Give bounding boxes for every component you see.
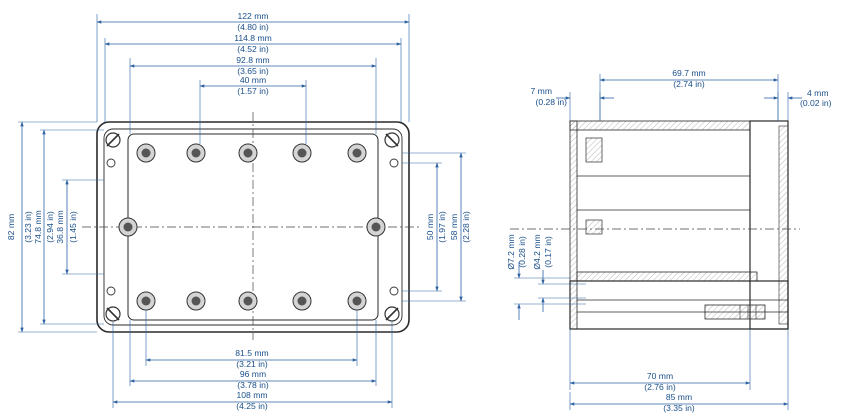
dim-96-in: (3.78 in) <box>237 380 269 390</box>
dim-58-in: (2.28 in) <box>461 211 471 243</box>
dim-4-mm: 4 mm <box>807 88 828 98</box>
dim-7: 7 mm (0.28 in) <box>531 86 614 121</box>
dim-122-mm: 122 mm <box>237 11 268 21</box>
boss <box>347 291 367 311</box>
dim-69-7-mm: 69.7 mm <box>672 68 705 78</box>
dim-69-7-in: (2.74 in) <box>673 79 705 89</box>
side-base <box>569 280 789 330</box>
dim-82-in: (3.23 in) <box>23 211 33 243</box>
dim-114-8: 114.8 mm (4.52 in) <box>104 33 402 122</box>
dim-36-8: 36.8 mm (1.45 in) <box>55 179 104 275</box>
dim-70-mm: 70 mm <box>647 371 673 381</box>
dim-dia-4-2-mm: Ø4.2 mm <box>532 234 542 269</box>
dim-40-in: (1.57 in) <box>237 86 269 96</box>
side-lid-hatch <box>778 125 789 325</box>
dim-70: 70 mm (2.76 in) <box>569 329 751 392</box>
boss <box>118 217 138 237</box>
dim-36-8-in: (1.45 in) <box>68 211 78 243</box>
dim-81-5: 81.5 mm (3.21 in) <box>145 310 358 369</box>
boss <box>238 143 258 163</box>
boss <box>347 143 367 163</box>
dim-74-8-mm: 74.8 mm <box>33 210 43 243</box>
dim-69-7: 69.7 mm (2.74 in) <box>599 68 779 121</box>
dim-58-mm: 58 mm <box>449 214 459 240</box>
boss <box>136 143 156 163</box>
dim-114-8-mm: 114.8 mm <box>234 33 272 43</box>
boss <box>292 291 312 311</box>
dim-dia-7-2-in: (0.28 in) <box>517 236 527 268</box>
dim-7-mm: 7 mm <box>531 86 552 96</box>
boss <box>366 217 386 237</box>
dim-7-in: (0.28 in) <box>535 97 567 107</box>
corner-screw-br <box>384 306 400 322</box>
boss <box>136 291 156 311</box>
dim-82-mm: 82 mm <box>6 214 16 240</box>
corner-bosses <box>105 132 400 322</box>
corner-screw-tl <box>105 132 121 148</box>
dim-4: 4 mm (0.02 in) <box>764 88 832 121</box>
dim-dia-7-2: Ø7.2 mm (0.28 in) <box>506 234 586 320</box>
dim-108: 108 mm (4.25 in) <box>112 322 393 411</box>
dim-96-mm: 96 mm <box>240 369 266 379</box>
dim-81-5-mm: 81.5 mm <box>235 348 268 358</box>
side-view: 69.7 mm (2.74 in) 7 mm (0.28 in) 4 mm (0… <box>506 68 832 413</box>
dim-85-in: (3.35 in) <box>663 403 695 413</box>
dim-85-mm: 85 mm <box>666 392 692 402</box>
boss <box>186 291 206 311</box>
dim-85: 85 mm (3.35 in) <box>569 329 789 413</box>
mounting-bosses <box>118 143 386 311</box>
dim-dia-4-2: Ø4.2 mm (0.17 in) <box>532 234 586 312</box>
dim-114-8-in: (4.52 in) <box>237 44 269 54</box>
dim-40-mm: 40 mm <box>240 75 266 85</box>
boss <box>292 143 312 163</box>
dim-108-mm: 108 mm <box>236 390 267 400</box>
dim-dia-4-2-in: (0.17 in) <box>543 236 553 268</box>
dim-92-8: 92.8 mm (3.65 in) <box>129 55 377 134</box>
boss <box>186 143 206 163</box>
dim-50: 50 mm (1.97 in) <box>402 162 447 292</box>
dim-122-in: (4.80 in) <box>237 22 269 32</box>
front-view: 122 mm (4.80 in) 114.8 mm (4.52 in) 92.8… <box>6 11 471 411</box>
dim-82: 82 mm (3.23 in) <box>6 121 97 333</box>
side-screw <box>704 304 766 320</box>
corner-screw-bl <box>105 306 121 322</box>
dim-40: 40 mm (1.57 in) <box>199 75 307 144</box>
dim-70-in: (2.76 in) <box>644 382 676 392</box>
dim-81-5-in: (3.21 in) <box>236 359 268 369</box>
dim-74-8: 74.8 mm (2.94 in) <box>33 129 104 325</box>
dim-122: 122 mm (4.80 in) <box>96 11 410 122</box>
dim-50-mm: 50 mm <box>425 214 435 240</box>
dim-dia-7-2-mm: Ø7.2 mm <box>506 234 516 269</box>
dim-92-8-mm: 92.8 mm <box>236 55 269 65</box>
dim-74-8-in: (2.94 in) <box>45 211 55 243</box>
boss <box>238 291 258 311</box>
dim-4-in: (0.02 in) <box>800 98 832 108</box>
dim-58: 58 mm (2.28 in) <box>402 152 471 302</box>
dim-92-8-in: (3.65 in) <box>237 66 269 76</box>
side-bottom-wall <box>576 271 758 282</box>
dim-96: 96 mm (3.78 in) <box>129 320 377 390</box>
dim-108-in: (4.25 in) <box>236 401 268 411</box>
dim-50-in: (1.97 in) <box>437 211 447 243</box>
corner-screw-tr <box>384 132 400 148</box>
dim-36-8-mm: 36.8 mm <box>55 210 65 243</box>
side-top-wall <box>569 120 751 131</box>
